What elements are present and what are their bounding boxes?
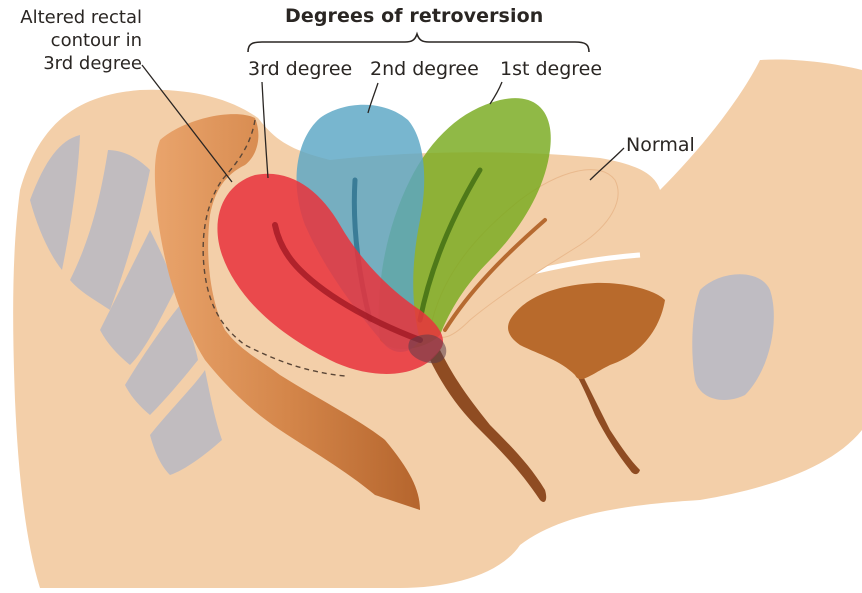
altered-line-2: contour in bbox=[2, 29, 142, 52]
label-second-degree: 2nd degree bbox=[370, 58, 479, 80]
altered-line-3: 3rd degree bbox=[2, 52, 142, 75]
label-first-degree: 1st degree bbox=[500, 58, 602, 80]
altered-line-1: Altered rectal bbox=[2, 6, 142, 29]
title-brace bbox=[248, 34, 589, 52]
label-altered-rectal-contour: Altered rectal contour in 3rd degree bbox=[2, 6, 142, 75]
diagram-title: Degrees of retroversion bbox=[285, 5, 543, 27]
label-third-degree: 3rd degree bbox=[248, 58, 352, 80]
label-normal: Normal bbox=[626, 134, 695, 156]
